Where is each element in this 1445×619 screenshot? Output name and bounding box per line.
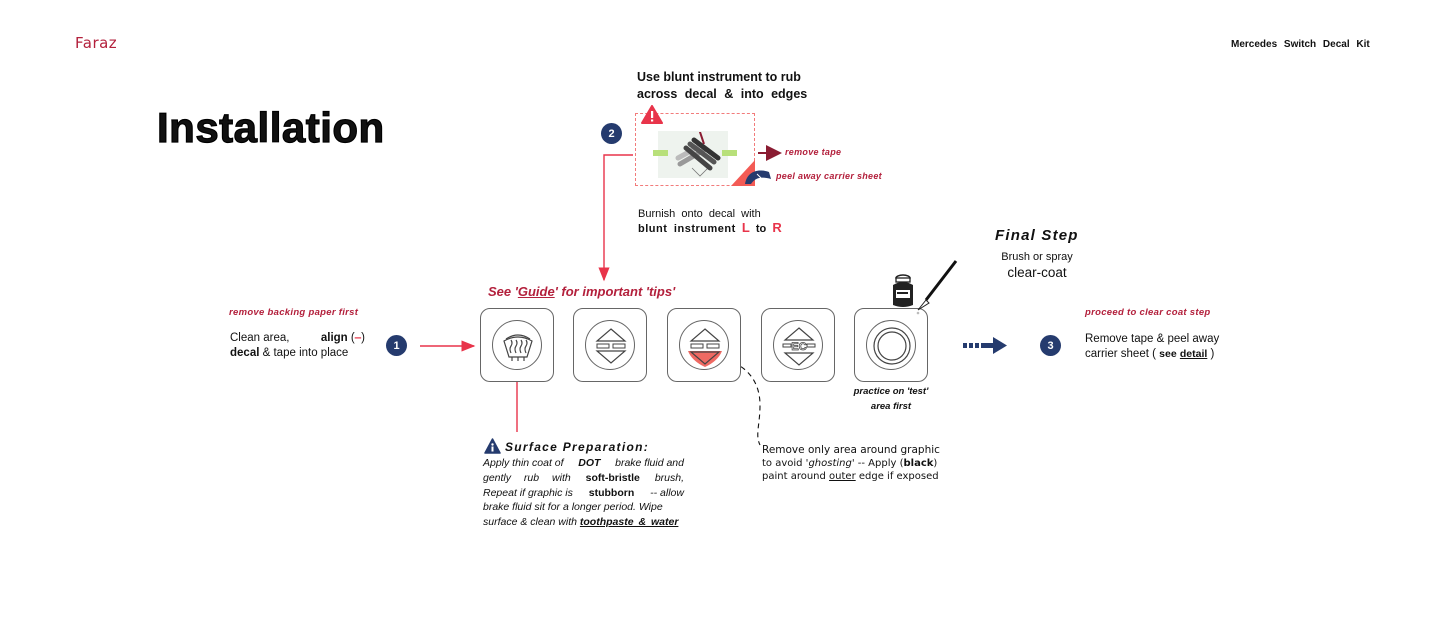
practice-line: area first [870, 401, 912, 412]
prep-text: -- allow [650, 486, 684, 499]
callout-line: Use blunt instrument to rub [637, 70, 801, 84]
peel-curl-icon [745, 170, 771, 184]
prep-text: gently rub with [483, 471, 571, 484]
burnish-to: to [755, 223, 767, 235]
prep-stubborn: stubborn [588, 486, 635, 499]
clear-coat-bottle-brush-icon [893, 260, 958, 315]
burnish-detail-box [635, 113, 755, 186]
ec-label: EC [791, 341, 806, 353]
prep-text: brake fluid and [615, 457, 684, 469]
page-title: Installation [156, 103, 385, 151]
ghosting-text: ' -- Apply ( [851, 458, 904, 469]
prep-text: Repeat if graphic is [483, 486, 573, 499]
switch-face [866, 320, 916, 370]
burnish-line: Burnish onto decal with [638, 208, 761, 220]
guide-tip: See 'Guide' for important 'tips' [488, 284, 675, 299]
callout-line: across decal & into edges [637, 87, 808, 101]
up-down-arrows-highlight-icon [688, 328, 722, 367]
ghosting-word: ghosting [808, 458, 852, 469]
step3-line: Remove tape & peel away [1085, 333, 1220, 345]
burnish-L: L [741, 220, 750, 235]
step3-text: carrier sheet ( [1085, 348, 1156, 360]
guide-tip-text: See ' [488, 284, 518, 299]
ghosting-outer: outer [829, 471, 856, 482]
paren: ) [1210, 348, 1215, 360]
final-step-line: clear-coat [1007, 265, 1067, 280]
brand-logo[interactable]: Faraz [75, 34, 118, 52]
ghosting-note: Remove only area around graphic to avoid… [762, 444, 940, 483]
step1-align: align [320, 332, 348, 344]
final-step-text: Brush or spray clear-coat [992, 250, 1082, 280]
detail-link[interactable]: detail [1179, 348, 1208, 360]
switch-face [679, 320, 729, 370]
prep-dot: DOT [578, 457, 601, 469]
step3-note: proceed to clear coat step [1085, 307, 1211, 318]
burnish-R: R [772, 220, 782, 235]
up-down-arrows-icon [595, 328, 627, 364]
prep-text: brush, [654, 471, 684, 484]
step3-see: see [1159, 348, 1177, 360]
step2-callout: Use blunt instrument to rub across decal… [637, 69, 807, 103]
switch-ec[interactable]: EC [761, 308, 835, 382]
switch-up-down[interactable] [573, 308, 647, 382]
prep-toothpaste: toothpaste & water [579, 516, 679, 529]
prep-text: Apply thin coat of [483, 457, 564, 469]
burnish-instructions: Burnish onto decal with blunt instrument… [638, 207, 782, 236]
switch-face [773, 320, 823, 370]
paren: ) [361, 332, 365, 344]
info-triangle-icon [484, 438, 501, 454]
switch-face [585, 320, 635, 370]
surface-prep-title: Surface Preparation: [505, 440, 650, 454]
ghosting-line: Remove only area around graphic [762, 444, 940, 456]
ghosting-black: black [903, 458, 934, 469]
practice-note: practice on 'test' area first [853, 384, 929, 414]
final-step-title: Final Step [995, 227, 1079, 244]
burnish-strokes-icon [675, 132, 721, 177]
step1-decal: decal [230, 347, 260, 359]
step1-text: Clean area, [230, 332, 290, 344]
tape-strip-right [722, 150, 737, 156]
switch-rear-defrost[interactable] [480, 308, 554, 382]
product-title: Mercedes Switch Decal Kit [1231, 39, 1370, 50]
guide-link[interactable]: Guide [517, 284, 555, 299]
burnish-bold: blunt instrument [638, 223, 736, 235]
switch-blank[interactable] [854, 308, 928, 382]
step2-badge: 2 [601, 123, 622, 144]
ghosting-text: to avoid ' [762, 458, 809, 469]
prep-soft-bristle: soft-bristle [585, 471, 640, 484]
remove-tape-label: remove tape [785, 147, 842, 157]
ec-up-down-icon: EC [782, 327, 816, 366]
step1-badge: 1 [386, 335, 407, 356]
step1-note: remove backing paper first [229, 307, 359, 318]
ghosting-text: paint around [762, 471, 826, 482]
step3-arrow [963, 337, 1007, 354]
align-marker: ‒ [354, 332, 362, 344]
switch-face [492, 320, 542, 370]
step1-text: & tape into place [262, 347, 349, 359]
circle-button-icon [873, 327, 911, 365]
ghosting-text: edge if exposed [858, 471, 939, 482]
rear-window-defrost-icon [503, 334, 533, 361]
peel-away-label: peel away carrier sheet [776, 171, 882, 181]
guide-tip-text: ' for important 'tips' [554, 284, 676, 299]
practice-line: practice on 'test' [853, 386, 929, 397]
paren: ( [350, 332, 355, 344]
tape-strip-left [653, 150, 668, 156]
prep-text: surface & clean with [483, 516, 577, 529]
step3-badge: 3 [1040, 335, 1061, 356]
switch-up-down-highlighted[interactable] [667, 308, 741, 382]
step3-instructions: Remove tape & peel away carrier sheet ( … [1085, 332, 1219, 362]
final-step-line: Brush or spray [1001, 251, 1073, 263]
step2-connector [598, 154, 633, 282]
step1-instructions: Clean area, align (‒) decal & tape into … [230, 331, 365, 361]
prep-text: brake fluid sit for a longer period. Wip… [483, 501, 663, 514]
surface-prep-text: Apply thin coat of DOT brake fluid and gen… [483, 456, 684, 530]
paren: ) [933, 458, 938, 469]
warning-triangle-icon [641, 105, 663, 124]
